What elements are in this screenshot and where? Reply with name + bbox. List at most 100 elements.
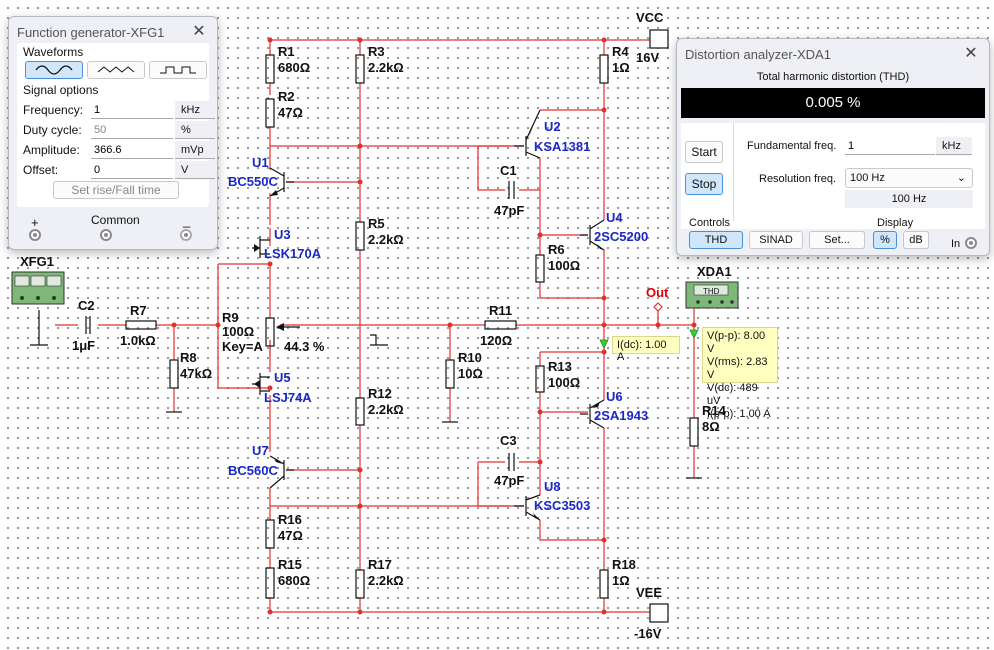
resistor-r17 (355, 569, 365, 599)
stop-button[interactable]: Stop (685, 173, 723, 195)
svg-text:BC550C: BC550C (228, 174, 278, 189)
probe-vdc: V(dc): 489 uV (707, 382, 758, 407)
resistor-r3 (355, 54, 365, 84)
fundamental-freq-input[interactable]: 1 (845, 137, 935, 155)
resistor-r8 (169, 359, 179, 389)
svg-text:100Ω: 100Ω (222, 324, 254, 339)
set-button[interactable]: Set... (809, 231, 865, 249)
thd-button[interactable]: THD (689, 231, 743, 249)
vcc-port (649, 29, 669, 49)
option-unit: mVp (175, 141, 215, 159)
svg-text:R1: R1 (278, 44, 295, 59)
svg-text:680Ω: 680Ω (278, 573, 310, 588)
svg-text:LSK170A: LSK170A (264, 246, 322, 261)
svg-text:1Ω: 1Ω (612, 60, 630, 75)
svg-text:R15: R15 (278, 557, 302, 572)
square-wave-icon (160, 66, 196, 74)
svg-text:Out: Out (646, 285, 669, 300)
function-generator-titlebar[interactable]: Function generator-XFG1 ✕ (9, 17, 217, 47)
in-terminal[interactable] (965, 237, 977, 249)
plus-terminal[interactable] (29, 229, 41, 241)
svg-text:2SA1943: 2SA1943 (594, 408, 648, 423)
probe-vpp: V(p-p): 8.00 V (707, 330, 766, 355)
svg-text:1μF: 1μF (72, 338, 95, 353)
svg-text:XFG1: XFG1 (20, 254, 54, 269)
svg-text:XDA1: XDA1 (697, 264, 732, 279)
minus-terminal[interactable] (180, 229, 192, 241)
set-rise-fall-button[interactable]: Set rise/Fall time (53, 181, 179, 199)
resistor-r18 (599, 569, 609, 599)
xfg1-instrument[interactable] (11, 271, 65, 305)
component-labels: R1 680Ω R2 47Ω R3 2.2kΩ R4 1Ω R5 2.2kΩ R… (20, 10, 732, 641)
svg-text:47pF: 47pF (494, 473, 524, 488)
fundamental-freq-label: Fundamental freq. (747, 140, 837, 152)
resistor-r16 (265, 519, 275, 549)
svg-text:R18: R18 (612, 557, 636, 572)
resistor-r12 (355, 397, 365, 426)
chevron-down-icon: ⌄ (956, 172, 966, 184)
resistor-r2 (265, 98, 275, 128)
out-net-marker (653, 302, 663, 312)
option-label: Amplitude: (23, 143, 80, 157)
option-value-input[interactable]: 366.6 (91, 141, 173, 159)
resolution-freq-value: 100 Hz (850, 172, 885, 184)
svg-text:R14: R14 (702, 403, 727, 418)
ground-symbols (30, 310, 702, 479)
close-icon[interactable]: ✕ (964, 45, 978, 62)
common-terminal[interactable] (100, 229, 112, 241)
distortion-analyzer-window[interactable]: Distortion analyzer-XDA1 ✕ Total harmoni… (676, 38, 990, 256)
percent-button[interactable]: % (873, 231, 897, 249)
svg-text:2.2kΩ: 2.2kΩ (368, 60, 404, 75)
resistor-r7 (125, 320, 157, 330)
svg-text:R4: R4 (612, 44, 629, 59)
display-label: Display (877, 217, 914, 229)
resistor-r15 (265, 567, 275, 599)
xda1-instrument[interactable] (685, 281, 739, 309)
triangle-wave-button[interactable] (87, 61, 145, 79)
svg-text:BC560C: BC560C (228, 463, 278, 478)
resistor-r4 (599, 54, 609, 84)
divider (733, 123, 734, 221)
resolution-freq-select[interactable]: 100 Hz ⌄ (845, 168, 973, 188)
resistor-r10 (445, 359, 455, 389)
svg-text:8Ω: 8Ω (702, 419, 720, 434)
db-button[interactable]: dB (903, 231, 929, 249)
svg-text:KSA1381: KSA1381 (534, 139, 590, 154)
square-wave-button[interactable] (149, 61, 207, 79)
vee-port (649, 603, 669, 623)
svg-text:U3: U3 (274, 227, 291, 242)
svg-text:U8: U8 (544, 479, 561, 494)
start-button[interactable]: Start (685, 141, 723, 163)
option-unit: kHz (175, 101, 215, 119)
sine-wave-button[interactable] (25, 61, 83, 79)
sinad-button[interactable]: SINAD (749, 231, 803, 249)
option-value-input[interactable]: 0 (91, 161, 173, 179)
svg-text:10Ω: 10Ω (458, 366, 483, 381)
resistor-r5 (355, 221, 365, 251)
resolution-freq-label: Resolution freq. (759, 173, 837, 185)
distortion-analyzer-titlebar[interactable]: Distortion analyzer-XDA1 ✕ (677, 39, 989, 69)
resistor-r1 (265, 54, 275, 84)
svg-text:C1: C1 (500, 163, 517, 178)
svg-text:R12: R12 (368, 386, 392, 401)
voltage-probe-icon (689, 329, 699, 339)
capacitor-c3 (508, 453, 515, 471)
svg-text:THD: THD (703, 287, 720, 296)
option-value-input[interactable]: 1 (91, 101, 173, 119)
resistor-bodies (125, 54, 699, 599)
thd-header: Total harmonic distortion (THD) (756, 71, 910, 83)
svg-text:44.3 %: 44.3 % (284, 339, 325, 354)
svg-text:R10: R10 (458, 350, 482, 365)
option-label: Frequency: (23, 103, 84, 117)
svg-text:R3: R3 (368, 44, 385, 59)
close-icon[interactable]: ✕ (192, 23, 206, 40)
svg-text:LSJ74A: LSJ74A (264, 390, 312, 405)
svg-text:R16: R16 (278, 512, 302, 527)
window-title: Function generator-XFG1 (17, 25, 165, 40)
in-terminal-label: In (951, 238, 961, 250)
svg-text:C3: C3 (500, 433, 517, 448)
analyzer-panel: Start Stop Fundamental freq. 1 kHz Resol… (681, 123, 985, 229)
function-generator-window[interactable]: Function generator-XFG1 ✕ Waveforms Sign… (8, 16, 218, 250)
signal-options-label: Signal options (23, 83, 99, 97)
